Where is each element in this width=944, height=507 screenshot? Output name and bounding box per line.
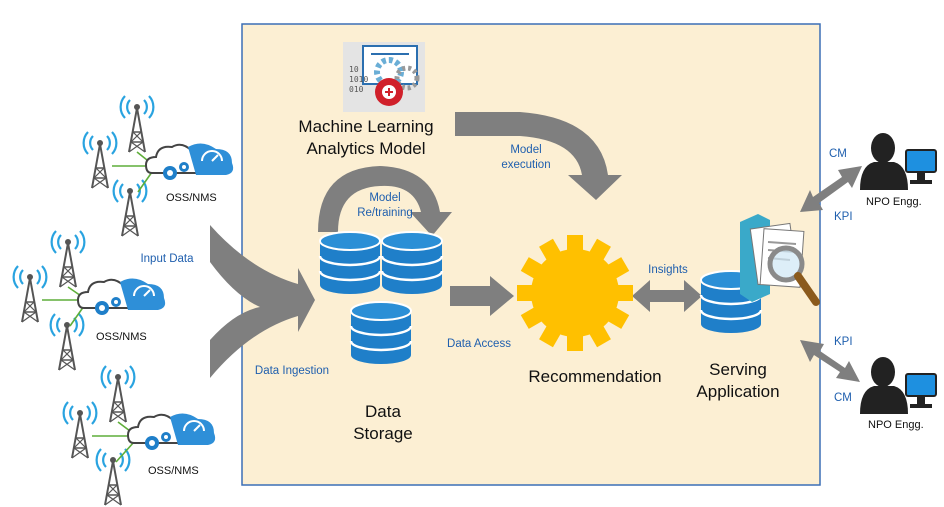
kpi-top-label: KPI: [834, 211, 853, 223]
npo-top-link-arrow: [800, 166, 862, 212]
database-icon: [349, 300, 413, 366]
cell-tower-icon: [119, 94, 155, 154]
cell-tower-icon: [100, 364, 136, 424]
svg-text:1010: 1010: [349, 75, 368, 84]
npo-bottom-link-arrow: [800, 340, 860, 382]
svg-text:010: 010: [349, 85, 364, 94]
data-access-arrow: [450, 276, 514, 316]
ml-model-label: Machine Learning Analytics Model: [298, 117, 434, 158]
data-storage-label: Data Storage: [353, 402, 413, 443]
engineer-computer-icon: [859, 356, 937, 415]
cell-tower-icon: [62, 400, 98, 460]
data-ingestion-label: Data Ingestion: [254, 365, 330, 377]
cloud-gear-icon: [77, 277, 167, 316]
model-retraining-label: Model Re/training: [357, 192, 413, 219]
npo-engineer-top-label: NPO Engg.: [866, 196, 922, 208]
cell-tower-icon: [12, 264, 48, 324]
kpi-bottom-label: KPI: [834, 336, 853, 348]
input-data-arrow: [210, 225, 315, 378]
cloud-gear-icon: [145, 142, 235, 181]
recommendation-label: Recommendation: [528, 367, 662, 386]
insights-arrow: [632, 280, 702, 312]
model-execution-label: Model execution: [501, 144, 551, 171]
database-icon: [318, 230, 382, 296]
data-access-label: Data Access: [447, 338, 511, 350]
engineer-computer-icon: [859, 132, 937, 191]
cm-top-label: CM: [829, 148, 847, 160]
oss-nms-label: OSS/NMS: [148, 465, 199, 477]
cell-tower-icon: [95, 447, 131, 507]
insights-label: Insights: [648, 264, 688, 276]
model-execution-arrow: [455, 112, 622, 200]
oss-nms-label: OSS/NMS: [166, 192, 217, 204]
cell-tower-icon: [82, 130, 118, 190]
gear-icon: [517, 235, 633, 351]
ml-model-icon: 10 1010 010: [343, 42, 425, 112]
oss-nms-label: OSS/NMS: [96, 331, 147, 343]
model-retraining-arrow: [318, 166, 452, 236]
cell-tower-icon: [49, 312, 85, 372]
database-icon: [380, 230, 444, 296]
cm-bottom-label: CM: [834, 392, 852, 404]
cell-tower-icon: [50, 229, 86, 289]
document-magnifier-icon: [740, 214, 820, 306]
serving-application-label: Serving Application: [696, 360, 780, 401]
npo-engineer-bottom-label: NPO Engg.: [868, 419, 924, 431]
cloud-gear-icon: [127, 412, 217, 451]
svg-text:10: 10: [349, 65, 359, 74]
input-data-label: Input Data: [140, 253, 194, 265]
